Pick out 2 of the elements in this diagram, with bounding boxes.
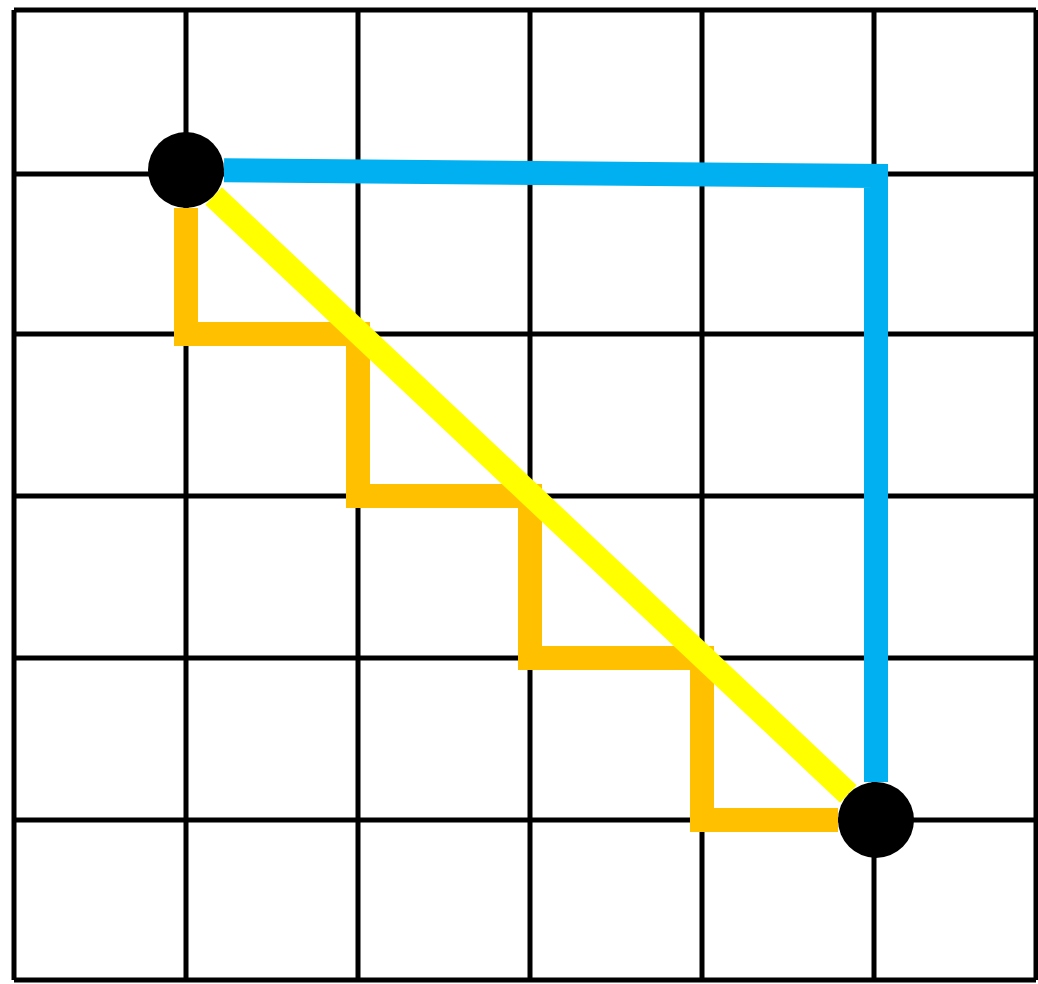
point-dot	[148, 132, 224, 208]
point-dot	[838, 782, 914, 858]
